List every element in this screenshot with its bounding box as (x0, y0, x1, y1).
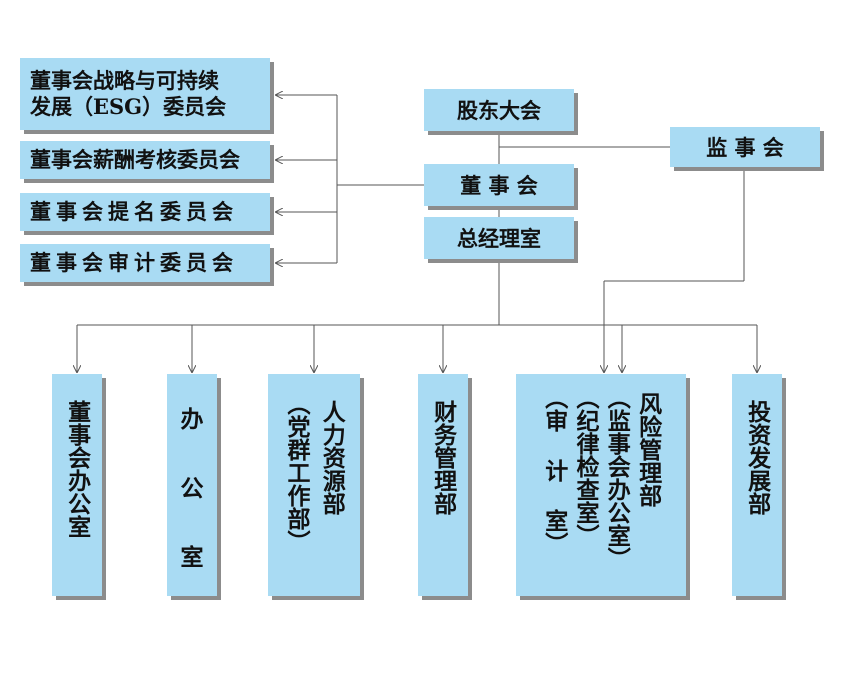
compensation-committee-box: 董事会薪酬考核委员会 (20, 141, 270, 179)
general-office-char-2: 公 (180, 475, 204, 502)
shareholders-label: 股东大会 (457, 98, 541, 123)
risk-box: 风险管理部 （监事会办公室） （纪律检查室） （审 计 室） (516, 374, 686, 596)
hr-sub-label: （党群工作部） (283, 392, 310, 553)
hr-box: 人力资源部 （党群工作部） (268, 374, 360, 596)
nomination-committee-label: 董事会提名委员会 (30, 198, 238, 224)
strategy-committee-line2: 发展（ESG）委员会 (30, 94, 227, 119)
audit-committee-label: 董事会审计委员会 (30, 249, 238, 275)
supervisors-label: 监 事 会 (706, 135, 784, 160)
nomination-committee-box: 董事会提名委员会 (20, 193, 270, 231)
gm-office-label: 总经理室 (457, 226, 541, 251)
general-office-box: 办 公 室 (167, 374, 217, 596)
strategy-committee-line1: 董事会战略与可持续 (30, 67, 219, 93)
finance-box: 财务管理部 (418, 374, 468, 596)
risk-sub-label-2: （纪律检查室） (572, 386, 599, 547)
gm-office-box: 总经理室 (424, 217, 574, 259)
general-office-char-1: 办 (180, 406, 204, 433)
investment-box: 投资发展部 (732, 374, 782, 596)
shareholders-box: 股东大会 (424, 89, 574, 131)
general-office-char-3: 室 (180, 544, 204, 571)
risk-label: 风险管理部 (634, 392, 662, 507)
compensation-committee-label: 董事会薪酬考核委员会 (30, 146, 240, 172)
board-office-label: 董事会办公室 (63, 400, 91, 538)
board-office-box: 董事会办公室 (52, 374, 102, 596)
risk-sub-label-1: （监事会办公室） (603, 386, 631, 570)
risk-sub-label-3: （审 计 室） (540, 386, 568, 555)
supervisors-box: 监 事 会 (670, 127, 820, 167)
board-label: 董 事 会 (460, 173, 538, 198)
audit-committee-box: 董事会审计委员会 (20, 244, 270, 282)
board-box: 董 事 会 (424, 164, 574, 206)
hr-label: 人力资源部 (318, 400, 346, 515)
finance-label: 财务管理部 (429, 400, 457, 515)
strategy-committee-box: 董事会战略与可持续 发展（ESG）委员会 (20, 58, 270, 130)
investment-label: 投资发展部 (743, 400, 771, 515)
